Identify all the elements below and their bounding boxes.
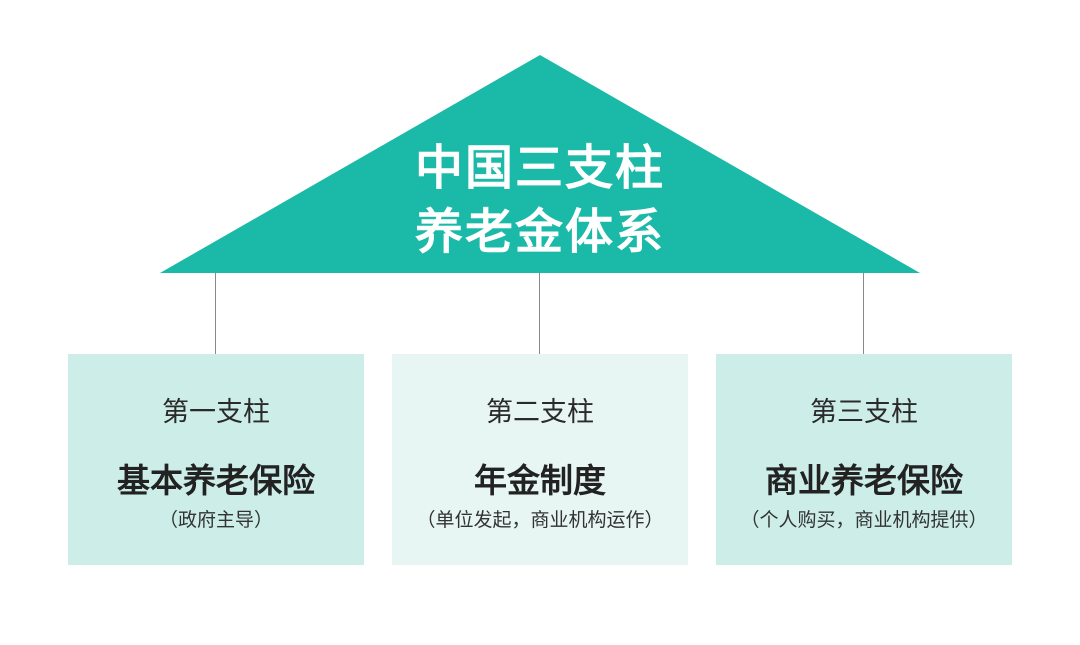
pillar-description: （个人购买，商业机构提供） <box>740 509 988 531</box>
pillar-description: （政府主导） <box>158 509 273 531</box>
pillar-second: 第二支柱 年金制度 （单位发起，商业机构运作） <box>392 354 688 565</box>
pillar-description: （单位发起，商业机构运作） <box>416 509 664 531</box>
pillar-label: 第一支柱 <box>162 397 270 428</box>
roof-title-line1: 中国三支柱 <box>414 140 665 196</box>
pillar-name: 基本养老保险 <box>117 461 315 500</box>
pillar-label: 第三支柱 <box>810 397 918 428</box>
connector-pillar-1 <box>215 273 216 354</box>
roof-title-line2: 养老金体系 <box>414 204 665 260</box>
pillar-third: 第三支柱 商业养老保险 （个人购买，商业机构提供） <box>716 354 1012 565</box>
pillar-label: 第二支柱 <box>486 397 594 428</box>
pillar-name: 年金制度 <box>474 461 606 500</box>
pillar-first: 第一支柱 基本养老保险 （政府主导） <box>68 354 364 565</box>
pillar-name: 商业养老保险 <box>765 461 963 500</box>
roof-triangle <box>160 55 920 273</box>
connector-pillar-3 <box>863 273 864 354</box>
connector-pillar-2 <box>539 273 540 354</box>
